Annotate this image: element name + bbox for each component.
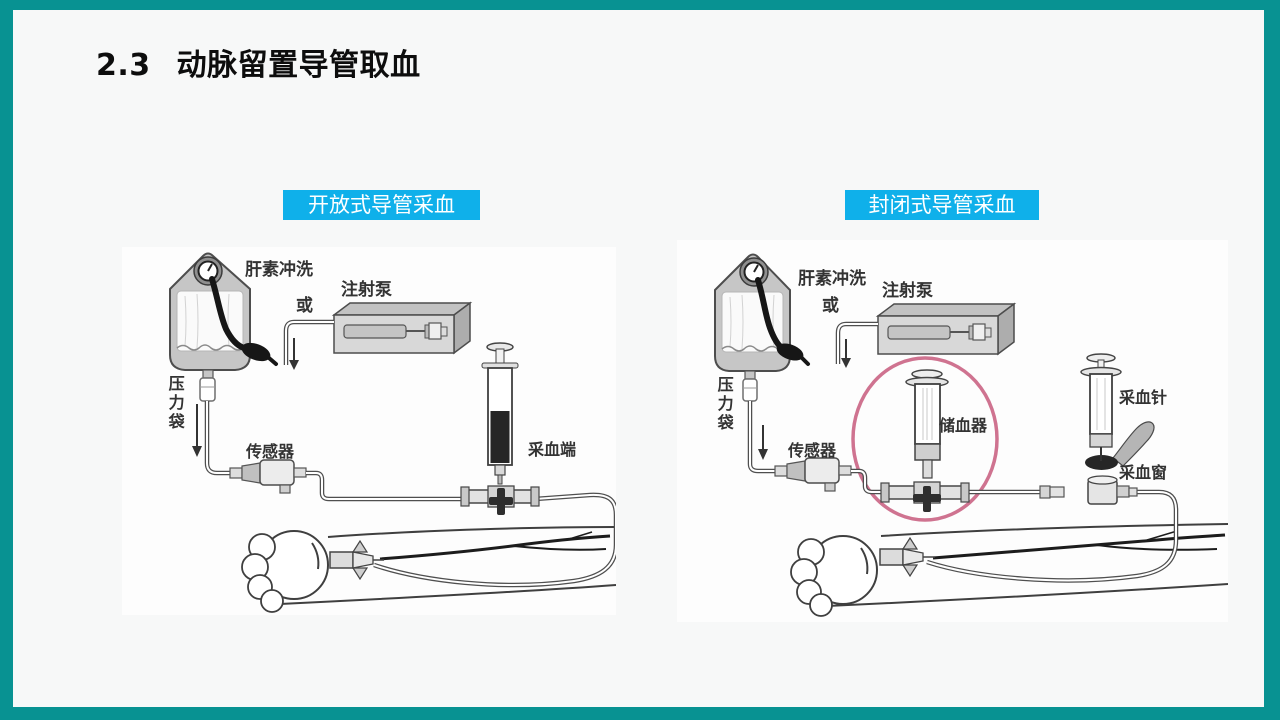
title-text: 动脉留置导管取血: [176, 48, 421, 83]
or-label: 或: [296, 296, 313, 316]
closed-catheter-illustration: [714, 253, 1228, 617]
syringe-pump-label: 注射泵: [341, 280, 392, 300]
sensor-illustration: [774, 457, 852, 492]
pressure-line: [204, 401, 232, 476]
heparin-flush-label: 肝素冲洗: [798, 269, 866, 289]
sensor-illustration: [229, 459, 307, 494]
return-line: [373, 492, 616, 588]
open-catheter-illustration: [169, 252, 616, 613]
artery-illustration: [379, 531, 611, 561]
reservoir-label: 储血器: [939, 416, 988, 435]
syringe-pump-illustration: [875, 302, 1017, 356]
pump-tube-illustration: [835, 321, 878, 368]
catheter-hub-illustration: [879, 536, 935, 578]
sampling-end-label: 采血端: [528, 440, 577, 459]
flow-arrow-down: [192, 404, 202, 457]
arm-illustration: [241, 526, 616, 613]
pressure-bag-illustration: [169, 252, 278, 402]
sampling-window-illustration: [1039, 475, 1138, 505]
syringe-pump-label: 注射泵: [882, 281, 933, 301]
stopcock-illustration: [460, 485, 540, 515]
artery-illustration: [932, 530, 1226, 560]
reservoir-syringe-illustration: [905, 369, 949, 479]
sampling-line: [306, 470, 467, 502]
sampling-needle-illustration: [1080, 353, 1155, 470]
pressure-bag-label: 压力袋: [714, 376, 734, 433]
closed-method-tag: 封闭式导管采血: [845, 190, 1039, 220]
pressure-bag-label: 压力袋: [165, 375, 185, 432]
sampling-needle-label: 采血针: [1119, 388, 1168, 407]
closed-catheter-diagram: 肝素冲洗 注射泵 或 压力袋 传感器 储血器 采血针 采血窗: [677, 240, 1228, 622]
sensor-label: 传感器: [246, 442, 295, 461]
frame-border-top: [0, 0, 1280, 10]
pump-tube-illustration: [283, 319, 334, 370]
frame-border-right: [1264, 0, 1280, 720]
title-number: 2.3: [96, 48, 151, 83]
sampling-window-label: 采血窗: [1119, 463, 1168, 482]
frame-border-bottom: [0, 707, 1280, 720]
frame-border-left: [0, 0, 13, 720]
arm-illustration: [790, 523, 1228, 617]
open-catheter-diagram: 肝素冲洗 注射泵 或 压力袋 传感器 采血端: [122, 247, 616, 615]
sampling-syringe-illustration: [481, 342, 519, 485]
sensor-label: 传感器: [788, 441, 837, 460]
open-method-tag: 开放式导管采血: [283, 190, 480, 220]
reservoir-highlight-circle: [851, 356, 999, 522]
flow-arrow-down: [758, 425, 768, 460]
slide-title: 2.3 动脉留置导管取血: [96, 40, 421, 84]
or-label: 或: [822, 296, 839, 316]
heparin-flush-label: 肝素冲洗: [245, 260, 313, 280]
syringe-pump-illustration: [331, 301, 473, 355]
pressure-bag-illustration: [714, 253, 810, 402]
catheter-hub-illustration: [329, 539, 384, 581]
stopcock-illustration: [880, 481, 970, 512]
